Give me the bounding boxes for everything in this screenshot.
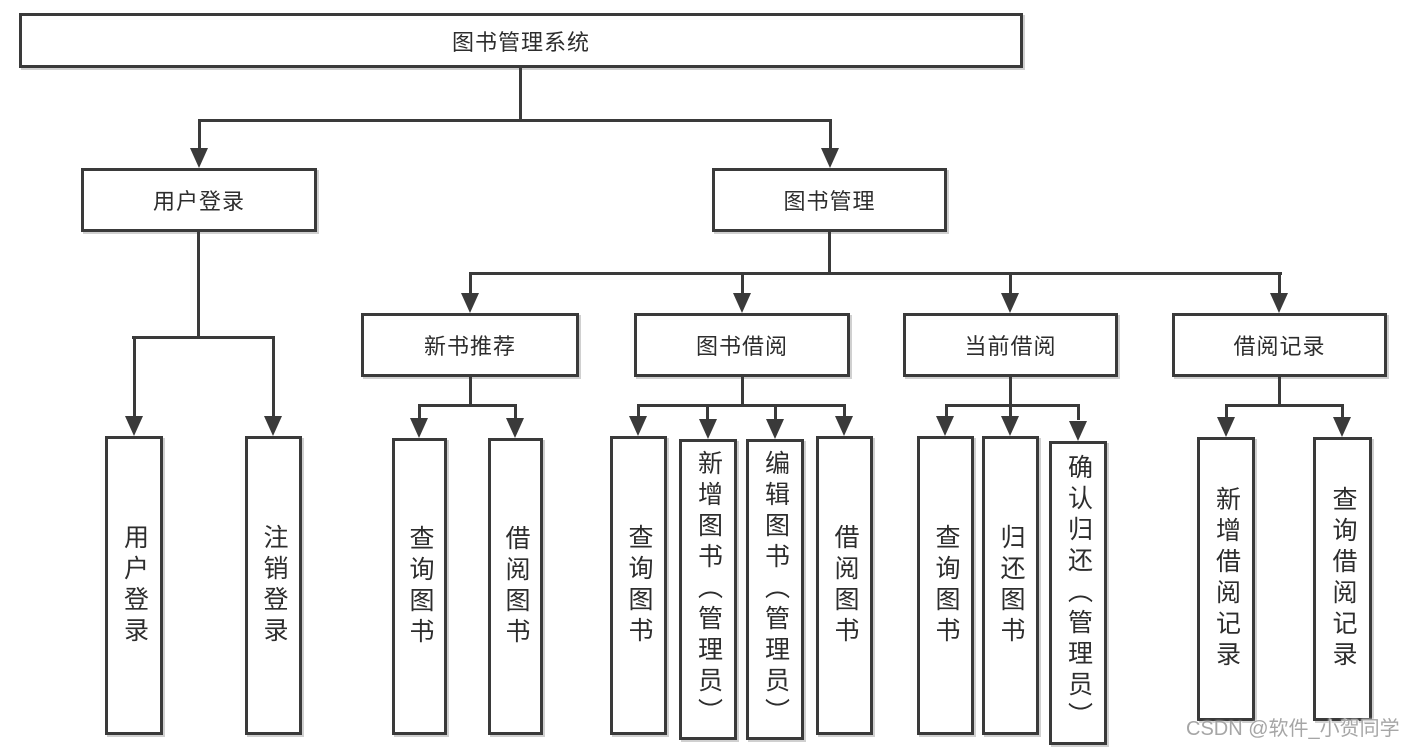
edge-to-book-mgmt (829, 119, 832, 150)
edge-bookmgmt-trunk (828, 232, 831, 274)
edge-nbr-hbar (418, 404, 517, 407)
node-br-query-record: 查询借阅记录 (1313, 437, 1372, 721)
node-bb-borrow-books: 借阅图书 (816, 436, 873, 735)
edge-bb-3 (774, 404, 777, 420)
edge-bb-4 (843, 404, 846, 420)
node-bb-query-books: 查询图书 (610, 436, 667, 735)
edge-to-leaf-logout (272, 336, 275, 420)
node-book-management: 图书管理 (712, 168, 947, 232)
arrow-down-icon (766, 419, 784, 439)
edge-br-hbar (1225, 404, 1344, 407)
node-cb-confirm-return-admin: 确认归还（管理员） (1049, 441, 1107, 745)
edge-to-leaf-login (133, 336, 136, 420)
edge-to-current-borrow (1009, 272, 1012, 296)
edge-cb-hbar (945, 404, 1080, 407)
edge-nbr-right (514, 404, 517, 420)
node-leaf-user-login: 用户登录 (105, 436, 163, 735)
edge-br-2 (1341, 404, 1344, 420)
edge-cb-trunk (1009, 377, 1012, 406)
arrow-down-icon (629, 416, 647, 436)
csdn-watermark: CSDN @软件_小贺同学 (1186, 718, 1400, 740)
edge-cb-3 (1077, 404, 1080, 420)
arrow-down-icon (1270, 293, 1288, 313)
node-book-borrowing: 图书借阅 (634, 313, 850, 377)
edge-to-book-borrow (741, 272, 744, 296)
node-user-login: 用户登录 (81, 168, 317, 232)
edge-nbr-trunk (469, 377, 472, 406)
arrow-down-icon (410, 418, 428, 438)
edge-userlogin-hbar (132, 336, 275, 339)
arrow-down-icon (835, 416, 853, 436)
node-borrowing-records: 借阅记录 (1172, 313, 1387, 377)
edge-br-trunk (1278, 377, 1281, 406)
edge-cb-1 (945, 404, 948, 420)
arrow-down-icon (1001, 293, 1019, 313)
arrow-down-icon (506, 418, 524, 438)
edge-bookmgmt-hbar (469, 272, 1282, 275)
arrow-down-icon (1333, 417, 1351, 437)
node-new-book-recommend: 新书推荐 (361, 313, 579, 377)
node-bb-edit-books-admin: 编辑图书（管理员） (746, 439, 804, 740)
arrow-down-icon (699, 419, 717, 439)
node-library-system: 图书管理系统 (19, 13, 1023, 68)
arrow-down-icon (733, 293, 751, 313)
arrow-down-icon (264, 416, 282, 436)
node-leaf-logout: 注销登录 (245, 436, 302, 735)
node-bb-add-books-admin: 新增图书（管理员） (679, 439, 737, 740)
arrow-down-icon (936, 416, 954, 436)
edge-to-user-login (198, 119, 201, 150)
node-rec-query-books: 查询图书 (392, 438, 447, 735)
arrow-down-icon (125, 416, 143, 436)
arrow-down-icon (461, 293, 479, 313)
arrow-down-icon (190, 148, 208, 168)
edge-bb-2 (706, 404, 709, 420)
node-br-add-record: 新增借阅记录 (1197, 437, 1255, 721)
node-current-borrowing: 当前借阅 (903, 313, 1118, 377)
arrow-down-icon (1001, 416, 1019, 436)
edge-br-1 (1225, 404, 1228, 420)
edge-to-borrow-record (1278, 272, 1281, 296)
node-cb-return-books: 归还图书 (982, 436, 1039, 735)
edge-bb-hbar (637, 404, 846, 407)
edge-root-hbar (198, 119, 831, 122)
edge-root-trunk (519, 68, 522, 121)
arrow-down-icon (821, 148, 839, 168)
edge-bb-1 (637, 404, 640, 420)
arrow-down-icon (1069, 421, 1087, 441)
arrow-down-icon (1217, 417, 1235, 437)
node-rec-borrow-books: 借阅图书 (488, 438, 543, 735)
edge-bb-trunk (741, 377, 744, 406)
edge-userlogin-trunk (197, 232, 200, 338)
edge-cb-2 (1009, 404, 1012, 420)
edge-nbr-left (418, 404, 421, 420)
node-cb-query-books: 查询图书 (917, 436, 974, 735)
edge-to-new-book-rec (469, 272, 472, 296)
